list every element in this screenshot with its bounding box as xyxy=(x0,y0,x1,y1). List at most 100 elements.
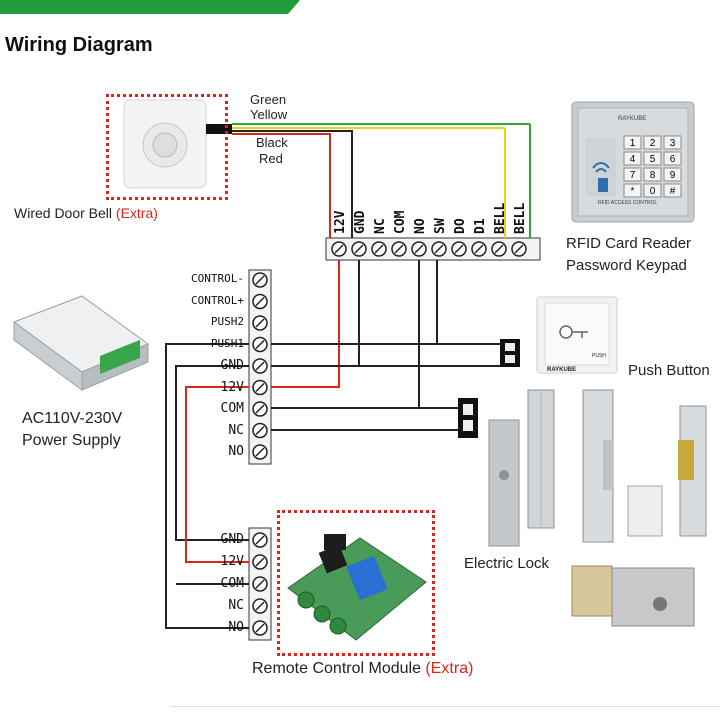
terminal-screw-slot xyxy=(255,447,265,457)
terminal-screw-slot xyxy=(474,244,484,254)
power-supply-terminal-label: 12V xyxy=(220,379,244,395)
push-button-brand: RAYKUBE xyxy=(547,367,577,373)
power-supply-terminal-label: CONTROL- xyxy=(191,272,244,285)
controller-terminal-block xyxy=(325,237,541,261)
keypad-key-label: * xyxy=(631,186,635,197)
controller-terminal-label: SW xyxy=(433,218,448,234)
controller-terminal-label: NC xyxy=(373,218,388,234)
wire-label-green: Green xyxy=(250,92,287,107)
red-wire xyxy=(232,133,331,238)
remote-terminal-label: NO xyxy=(228,620,244,635)
wire-label-black: Black xyxy=(256,135,288,150)
power-supply-terminal-label: CONTROL+ xyxy=(191,293,244,307)
power-supply-terminal-label: PUSH1 xyxy=(210,336,244,350)
remote-module-highlight xyxy=(277,510,435,656)
gnd-to-remote-wire xyxy=(175,365,249,541)
terminal-screw-slot xyxy=(374,244,384,254)
keypad-key-label: 7 xyxy=(630,170,636,181)
wire-label-red: Red xyxy=(259,151,283,166)
controller-terminal-label: BELL xyxy=(493,202,508,234)
terminal-screw-slot xyxy=(255,601,265,611)
wire-label-yellow: Yellow xyxy=(250,107,288,122)
keypad-footer-text: RFID ACCESS CONTROL xyxy=(598,200,658,206)
controller-terminal-label: COM xyxy=(393,210,408,234)
terminal-screw-slot xyxy=(354,244,364,254)
terminal-screw-slot xyxy=(334,244,344,254)
doorbell-name: Wired Door Bell xyxy=(14,205,113,221)
keypad-key xyxy=(643,167,662,182)
keypad-key xyxy=(623,135,642,150)
electric-lock-devices xyxy=(488,389,707,627)
black-wire xyxy=(232,130,353,238)
keypad-key-label: 4 xyxy=(630,154,636,165)
controller-terminal-label: BELL xyxy=(513,202,528,234)
terminal-screw-slot xyxy=(255,425,265,436)
terminal-screw-slot xyxy=(255,296,265,307)
doorbell-label: Wired Door Bell (Extra) xyxy=(14,205,158,221)
footer-divider xyxy=(170,706,720,707)
power-supply-device xyxy=(12,295,150,391)
keypad-key xyxy=(663,183,682,198)
power-supply-terminal-strip xyxy=(248,269,272,465)
remote-terminal-label: NC xyxy=(228,598,244,613)
keypad-label-line2: Password Keypad xyxy=(566,257,687,274)
keypad-key-label: 1 xyxy=(630,138,636,149)
terminal-screw-slot xyxy=(434,244,444,254)
remote-module-extra: (Extra) xyxy=(425,660,474,677)
terminal-screw-slot xyxy=(514,244,524,254)
keypad-key xyxy=(643,135,662,150)
keypad-key-label: 2 xyxy=(650,138,656,149)
keypad-key-label: 9 xyxy=(670,170,676,181)
controller-terminal-label: 12V xyxy=(333,210,348,234)
terminal-screw-slot xyxy=(414,244,424,254)
keypad-key-label: 0 xyxy=(650,186,656,197)
power-supply-terminal-label: COM xyxy=(220,401,244,416)
power-supply-terminal-label: NC xyxy=(228,422,244,438)
terminal-screw-slot xyxy=(255,318,265,328)
power-supply-terminal-label: PUSH2 xyxy=(210,315,244,328)
remote-module-name: Remote Control Module xyxy=(252,660,421,677)
keypad-key xyxy=(623,167,642,182)
terminal-screw-slot xyxy=(255,339,265,350)
terminal-screw-slot xyxy=(255,382,265,393)
12v-to-remote-wire xyxy=(185,386,249,563)
terminal-screw-slot xyxy=(255,557,265,567)
power-supply-terminal-label: GND xyxy=(220,358,244,373)
terminal-screw-slot xyxy=(255,623,265,633)
keypad-brand: RAYKUBE xyxy=(618,116,647,122)
push1-to-remote-no-wire xyxy=(165,343,249,629)
power-supply-label-line2: Power Supply xyxy=(22,432,121,449)
keypad-key xyxy=(663,135,682,150)
remote-terminal-label: 12V xyxy=(220,554,244,569)
push-button-connector xyxy=(500,339,520,367)
terminal-screw-slot xyxy=(255,361,265,371)
keypad-key xyxy=(663,167,682,182)
keypad-label-line1: RFID Card Reader xyxy=(566,235,692,252)
controller-12v-wire xyxy=(271,260,340,388)
keypad-key xyxy=(643,151,662,166)
keypad-key-label: 5 xyxy=(650,154,656,165)
lock-connector xyxy=(458,398,478,438)
remote-terminal-label: COM xyxy=(220,576,244,591)
terminal-screw-slot xyxy=(394,244,404,254)
doorbell-extra: (Extra) xyxy=(115,205,158,221)
power-supply-label-line1: AC110V-230V xyxy=(22,410,123,427)
controller-terminal-label: GND xyxy=(353,210,368,234)
keypad-key-label: 6 xyxy=(670,154,676,165)
push-button-device xyxy=(536,296,618,374)
push-button-text: PUSH xyxy=(592,353,606,359)
terminal-screw-slot xyxy=(255,275,265,285)
keypad-key xyxy=(643,183,662,198)
door-bell-device xyxy=(123,99,232,189)
power-supply-terminal-label: NO xyxy=(228,444,244,459)
keypad-key-label: # xyxy=(670,186,676,197)
keypad-key xyxy=(663,151,682,166)
terminal-screw-slot xyxy=(255,579,265,589)
electric-lock-label: Electric Lock xyxy=(464,555,550,572)
terminal-screw-slot xyxy=(255,535,265,545)
top-accent-bar xyxy=(0,0,300,14)
keypad-key xyxy=(623,151,642,166)
controller-terminal-label: D1 xyxy=(473,218,488,234)
terminal-screw-slot xyxy=(255,404,265,414)
